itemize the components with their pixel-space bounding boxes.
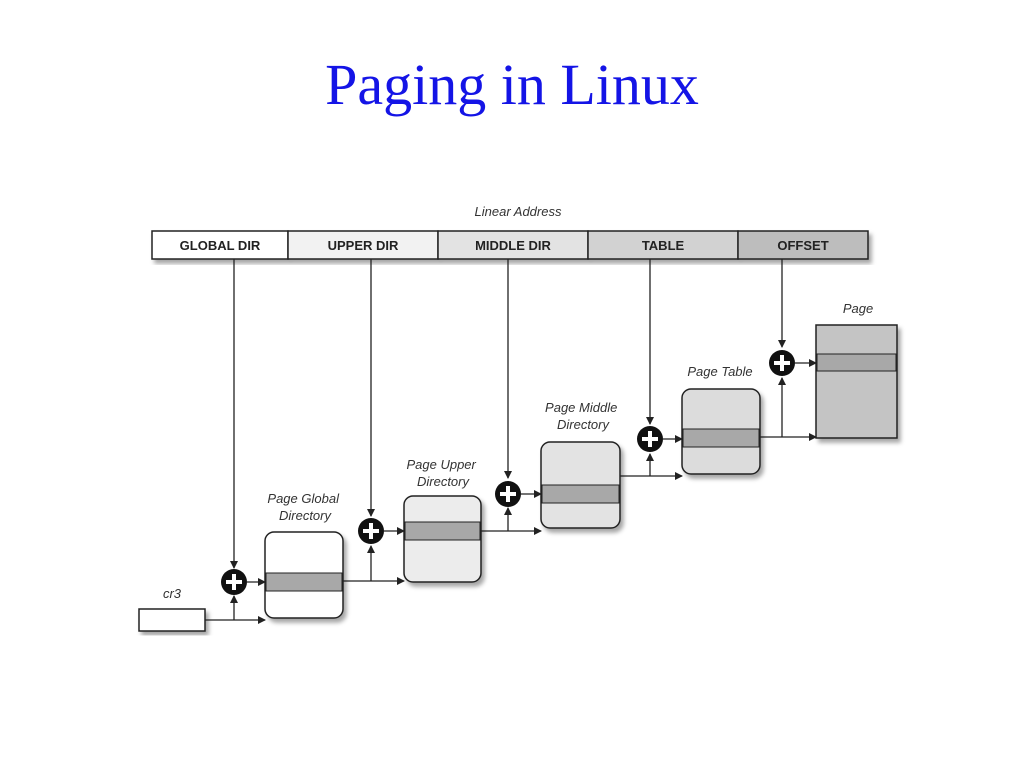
page-table-label: Page Table [687, 364, 752, 379]
page-upper-directory [403, 495, 482, 583]
segment-table: TABLE [642, 238, 685, 253]
segment-box-middle-dir [437, 230, 589, 260]
page-global-directory [264, 531, 344, 619]
segment-offset: OFFSET [777, 238, 828, 253]
page-table [681, 388, 761, 475]
adders [221, 350, 795, 595]
page-label: Page [843, 301, 873, 316]
linear-address-bar [151, 230, 869, 260]
adder-middle-icon [495, 481, 521, 507]
page-middle-directory [540, 441, 621, 529]
segment-box-upper-dir [287, 230, 439, 260]
segment-global-dir: GLOBAL DIR [180, 238, 261, 253]
base-pointer-lines [205, 377, 817, 624]
adder-offset-icon [769, 350, 795, 376]
page-middle-directory-label: Page Middle Directory [545, 400, 621, 432]
linear-address-label: Linear Address [475, 204, 562, 219]
segment-box-offset [737, 230, 869, 260]
adder-upper-icon [358, 518, 384, 544]
page-upper-directory-label: Page Upper Directory [406, 457, 479, 489]
page [815, 324, 898, 439]
slide-title: Paging in Linux [325, 52, 699, 117]
index-lines [230, 259, 786, 569]
page-global-directory-label: Page Global Directory [267, 491, 342, 523]
cr3-register [138, 608, 206, 632]
segment-box-global-dir [151, 230, 289, 260]
cr3-label: cr3 [163, 586, 182, 601]
adder-global-icon [221, 569, 247, 595]
segment-box-table [587, 230, 739, 260]
adder-table-icon [637, 426, 663, 452]
adder-outputs [247, 359, 817, 586]
segment-upper-dir: UPPER DIR [328, 238, 399, 253]
segment-middle-dir: MIDDLE DIR [475, 238, 551, 253]
